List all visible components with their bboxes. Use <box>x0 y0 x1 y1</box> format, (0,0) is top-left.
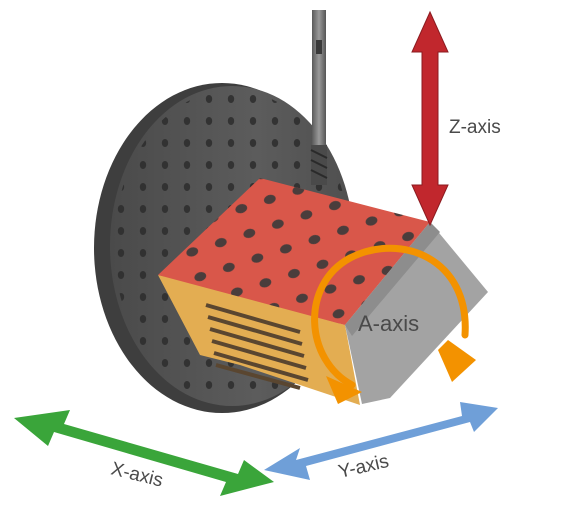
x-axis-arrow <box>14 410 274 496</box>
x-axis-label: X-axis <box>109 458 165 491</box>
a-axis-label: A-axis <box>358 311 419 336</box>
y-axis-label: Y-axis <box>336 451 390 483</box>
y-axis-arrow <box>264 402 498 480</box>
workpiece-block <box>158 178 488 405</box>
z-axis-label: Z-axis <box>449 117 501 138</box>
z-axis-arrow <box>411 10 449 227</box>
cutting-tool <box>310 10 328 185</box>
a-axis-rotation-arrow <box>311 244 476 404</box>
block-slots <box>205 303 309 390</box>
